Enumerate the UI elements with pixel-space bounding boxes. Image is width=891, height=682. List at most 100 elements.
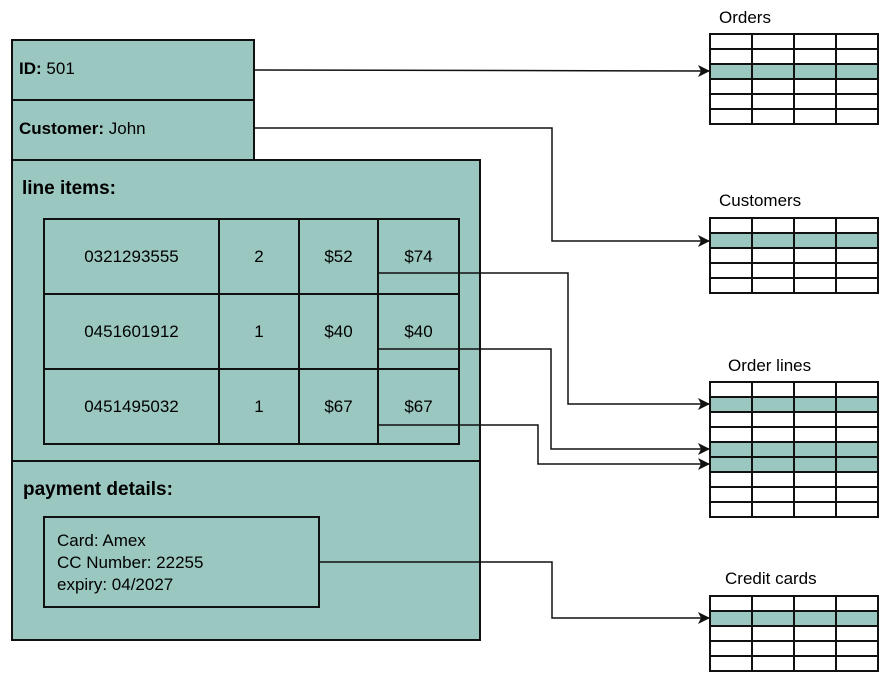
db-cell: [835, 33, 879, 50]
db-cell: [709, 262, 753, 279]
arrow-line3-to-order-lines: [379, 424, 710, 470]
db-cell: [835, 655, 879, 672]
db-row: [709, 441, 879, 458]
db-cell: [835, 471, 879, 488]
customer-field: Customer: John: [19, 119, 146, 139]
db-cell: [835, 441, 879, 458]
db-cell: [709, 486, 753, 503]
db-cell: [793, 381, 837, 398]
db-cell: [751, 93, 795, 110]
db-cell: [793, 595, 837, 612]
db-row: [709, 108, 879, 125]
price-cell: $67: [298, 368, 379, 445]
db-cell: [751, 396, 795, 413]
db-cell: [709, 108, 753, 125]
db-cell: [793, 625, 837, 642]
db-cell: [751, 471, 795, 488]
db-cell: [793, 655, 837, 672]
price-cell: $52: [298, 218, 379, 295]
db-cell: [709, 232, 753, 249]
db-cell: [709, 381, 753, 398]
db-cell: [751, 63, 795, 80]
orders-table-title: Orders: [719, 8, 771, 27]
db-cell: [709, 396, 753, 413]
db-cell: [751, 655, 795, 672]
db-cell: [709, 33, 753, 50]
db-row: [709, 501, 879, 518]
db-cell: [751, 277, 795, 294]
db-cell: [751, 441, 795, 458]
db-cell: [793, 277, 837, 294]
db-cell: [709, 426, 753, 443]
db-cell: [835, 78, 879, 95]
db-cell: [751, 426, 795, 443]
db-cell: [835, 501, 879, 518]
db-cell: [835, 640, 879, 657]
db-cell: [835, 595, 879, 612]
db-row: [709, 486, 879, 503]
payment-details-box: Card: Amex CC Number: 22255 expiry: 04/2…: [43, 516, 320, 608]
db-cell: [793, 501, 837, 518]
db-cell: [751, 217, 795, 234]
db-cell: [835, 262, 879, 279]
db-cell: [709, 411, 753, 428]
db-cell: [835, 381, 879, 398]
db-cell: [835, 625, 879, 642]
db-cell: [709, 247, 753, 264]
db-row: [709, 640, 879, 657]
total-cell: $67: [377, 368, 460, 445]
db-row: [709, 78, 879, 95]
payment-box: [11, 460, 481, 641]
db-cell: [793, 426, 837, 443]
quantity-cell: 1: [218, 293, 300, 370]
db-cell: [835, 486, 879, 503]
arrow-payment-to-credit-cards: [320, 561, 710, 624]
db-cell: [709, 93, 753, 110]
db-cell: [835, 217, 879, 234]
db-cell: [751, 501, 795, 518]
db-row: [709, 456, 879, 473]
quantity-cell: 1: [218, 368, 300, 445]
db-row: [709, 625, 879, 642]
db-cell: [751, 262, 795, 279]
credit-cards-table: [709, 595, 879, 672]
db-cell: [709, 640, 753, 657]
db-cell: [751, 247, 795, 264]
db-cell: [751, 640, 795, 657]
orders-table: [709, 33, 879, 125]
line-items-title: line items:: [22, 178, 116, 199]
db-row: [709, 63, 879, 80]
db-cell: [709, 277, 753, 294]
db-cell: [793, 247, 837, 264]
db-cell: [793, 108, 837, 125]
db-cell: [709, 456, 753, 473]
db-cell: [793, 411, 837, 428]
quantity-cell: 2: [218, 218, 300, 295]
db-cell: [793, 456, 837, 473]
order-id-field: ID: 501: [19, 59, 75, 79]
db-row: [709, 610, 879, 627]
card-type: Card: Amex: [57, 531, 146, 550]
order-lines-table: [709, 381, 879, 518]
db-cell: [835, 426, 879, 443]
db-cell: [751, 381, 795, 398]
db-cell: [793, 610, 837, 627]
isbn-cell: 0451601912: [43, 293, 220, 370]
customer-value: John: [108, 119, 146, 138]
db-cell: [751, 33, 795, 50]
db-cell: [793, 48, 837, 65]
db-cell: [793, 78, 837, 95]
db-cell: [835, 396, 879, 413]
db-cell: [835, 277, 879, 294]
db-cell: [709, 501, 753, 518]
db-row: [709, 396, 879, 413]
customers-table: [709, 217, 879, 294]
db-row: [709, 381, 879, 398]
db-cell: [709, 78, 753, 95]
db-cell: [709, 441, 753, 458]
order-lines-table-title: Order lines: [728, 356, 812, 375]
arrow-line1-to-order-lines: [379, 272, 710, 410]
db-cell: [751, 232, 795, 249]
